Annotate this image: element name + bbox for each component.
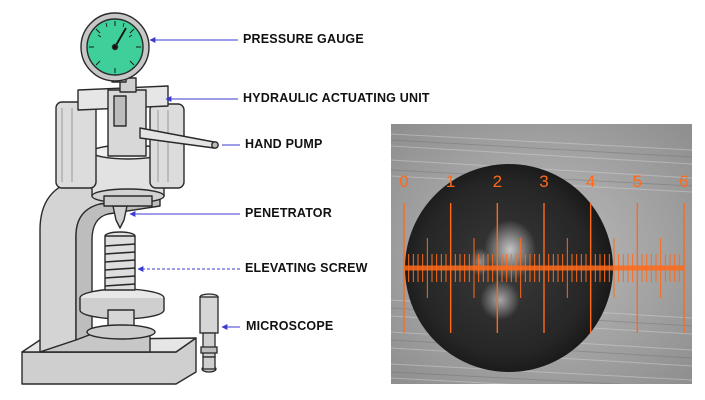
label-hand-pump: HAND PUMP [245, 137, 323, 151]
scale-number: 0 [399, 172, 408, 191]
scale-number: 2 [493, 172, 502, 191]
penetrator-drawing [112, 205, 128, 229]
scale-number: 3 [539, 172, 548, 191]
scale-number: 4 [586, 172, 595, 191]
label-microscope: MICROSCOPE [246, 319, 334, 333]
label-elevating-screw: ELEVATING SCREW [245, 261, 368, 275]
elevating-screw-drawing [104, 231, 136, 291]
scale-number: 6 [679, 172, 688, 191]
measurement-scale [403, 203, 685, 333]
label-hydraulic-actuating-unit: HYDRAULIC ACTUATING UNIT [243, 91, 430, 105]
microscope-drawing [199, 293, 219, 373]
label-pressure-gauge: PRESSURE GAUGE [243, 32, 364, 46]
leader-arrows [129, 37, 240, 330]
pressure-gauge-drawing [80, 12, 150, 82]
scale-number: 5 [633, 172, 642, 191]
hardness-tester-drawing [21, 12, 219, 385]
indentation-micrograph: 0 1 2 3 4 5 6 [391, 124, 692, 384]
label-penetrator: PENETRATOR [245, 206, 332, 220]
scale-number: 1 [446, 172, 455, 191]
measurement-scale-numbers: 0 1 2 3 4 5 6 [399, 172, 688, 191]
